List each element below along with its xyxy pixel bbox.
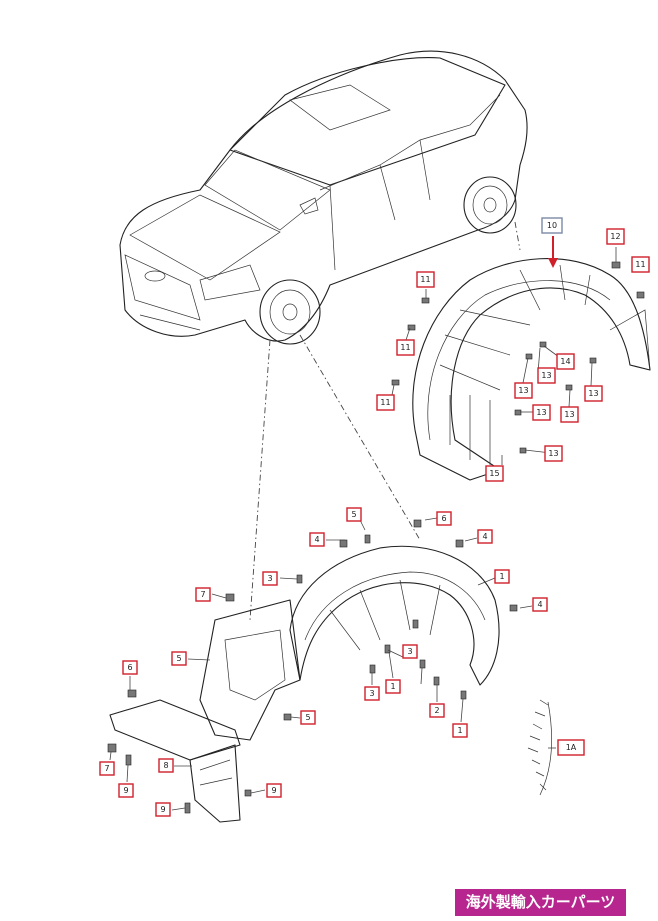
leader-lines <box>109 247 617 811</box>
callouts: 12 11 11 11 11 13 13 13 13 13 13 14 15 6… <box>99 217 650 817</box>
callout-13: 13 <box>537 367 556 384</box>
svg-text:7: 7 <box>200 590 205 599</box>
callout-8: 8 <box>158 758 174 773</box>
svg-text:11: 11 <box>380 398 390 407</box>
callout-11: 11 <box>396 339 415 356</box>
svg-text:13: 13 <box>541 371 551 380</box>
svg-text:11: 11 <box>635 260 645 269</box>
svg-text:7: 7 <box>104 764 109 773</box>
callout-14: 14 <box>556 353 575 370</box>
svg-text:1A: 1A <box>566 743 577 752</box>
svg-text:1: 1 <box>390 682 395 691</box>
callout-3: 3 <box>402 644 418 659</box>
svg-text:2: 2 <box>434 706 439 715</box>
svg-text:9: 9 <box>271 786 276 795</box>
svg-text:11: 11 <box>400 343 410 352</box>
callout-13: 13 <box>560 406 579 423</box>
svg-text:5: 5 <box>351 510 356 519</box>
svg-text:6: 6 <box>127 663 132 672</box>
callout-7: 7 <box>195 587 211 602</box>
callout-13: 13 <box>532 404 551 421</box>
callout-10: 10 <box>541 217 563 234</box>
callout-1A: 1A <box>557 739 585 756</box>
callout-6: 6 <box>436 511 452 526</box>
callout-11: 11 <box>631 256 650 273</box>
svg-text:5: 5 <box>305 713 310 722</box>
callout-7: 7 <box>99 761 115 776</box>
callout-13: 13 <box>544 445 563 462</box>
callout-5: 5 <box>346 507 362 522</box>
callout-3: 3 <box>262 571 278 586</box>
svg-text:3: 3 <box>267 574 272 583</box>
callout-2: 2 <box>429 703 445 718</box>
car-illustration <box>119 50 528 345</box>
svg-text:4: 4 <box>482 532 487 541</box>
shop-badge: 海外製輸入カーパーツ <box>455 889 626 916</box>
svg-text:1: 1 <box>457 726 462 735</box>
callout-11: 11 <box>416 271 435 288</box>
svg-text:3: 3 <box>407 647 412 656</box>
fasteners <box>107 261 645 814</box>
callout-12: 12 <box>606 228 625 245</box>
svg-text:13: 13 <box>564 410 574 419</box>
rear-wheel-liner <box>412 258 651 481</box>
callout-13: 13 <box>514 382 533 399</box>
callout-5: 5 <box>300 710 316 725</box>
callout-3: 3 <box>364 686 380 701</box>
callout-9: 9 <box>155 802 171 817</box>
svg-text:12: 12 <box>610 232 620 241</box>
svg-text:6: 6 <box>441 514 446 523</box>
svg-text:4: 4 <box>537 600 542 609</box>
svg-text:13: 13 <box>548 449 558 458</box>
svg-text:15: 15 <box>489 469 499 478</box>
callout-6: 6 <box>122 660 138 675</box>
front-wheel-liner <box>109 545 500 823</box>
svg-text:1: 1 <box>499 572 504 581</box>
svg-text:9: 9 <box>160 805 165 814</box>
callout-5: 5 <box>171 651 187 666</box>
callout-4: 4 <box>532 597 548 612</box>
callout-4: 4 <box>477 529 493 544</box>
svg-text:8: 8 <box>163 761 168 770</box>
callout-1: 1 <box>385 679 401 694</box>
callout-11: 11 <box>376 394 395 411</box>
svg-text:14: 14 <box>560 357 570 366</box>
svg-text:5: 5 <box>176 654 181 663</box>
callout-13: 13 <box>584 385 603 402</box>
svg-text:11: 11 <box>420 275 430 284</box>
svg-text:10: 10 <box>547 221 557 230</box>
callout-15: 15 <box>485 465 504 482</box>
callout-9: 9 <box>118 783 134 798</box>
svg-text:13: 13 <box>518 386 528 395</box>
svg-text:13: 13 <box>536 408 546 417</box>
callout-9: 9 <box>266 783 282 798</box>
svg-text:9: 9 <box>123 786 128 795</box>
callout-1: 1 <box>494 569 510 584</box>
svg-text:13: 13 <box>588 389 598 398</box>
callout-4: 4 <box>309 532 325 547</box>
callout-1: 1 <box>452 723 468 738</box>
svg-text:4: 4 <box>314 535 319 544</box>
svg-text:3: 3 <box>369 689 374 698</box>
